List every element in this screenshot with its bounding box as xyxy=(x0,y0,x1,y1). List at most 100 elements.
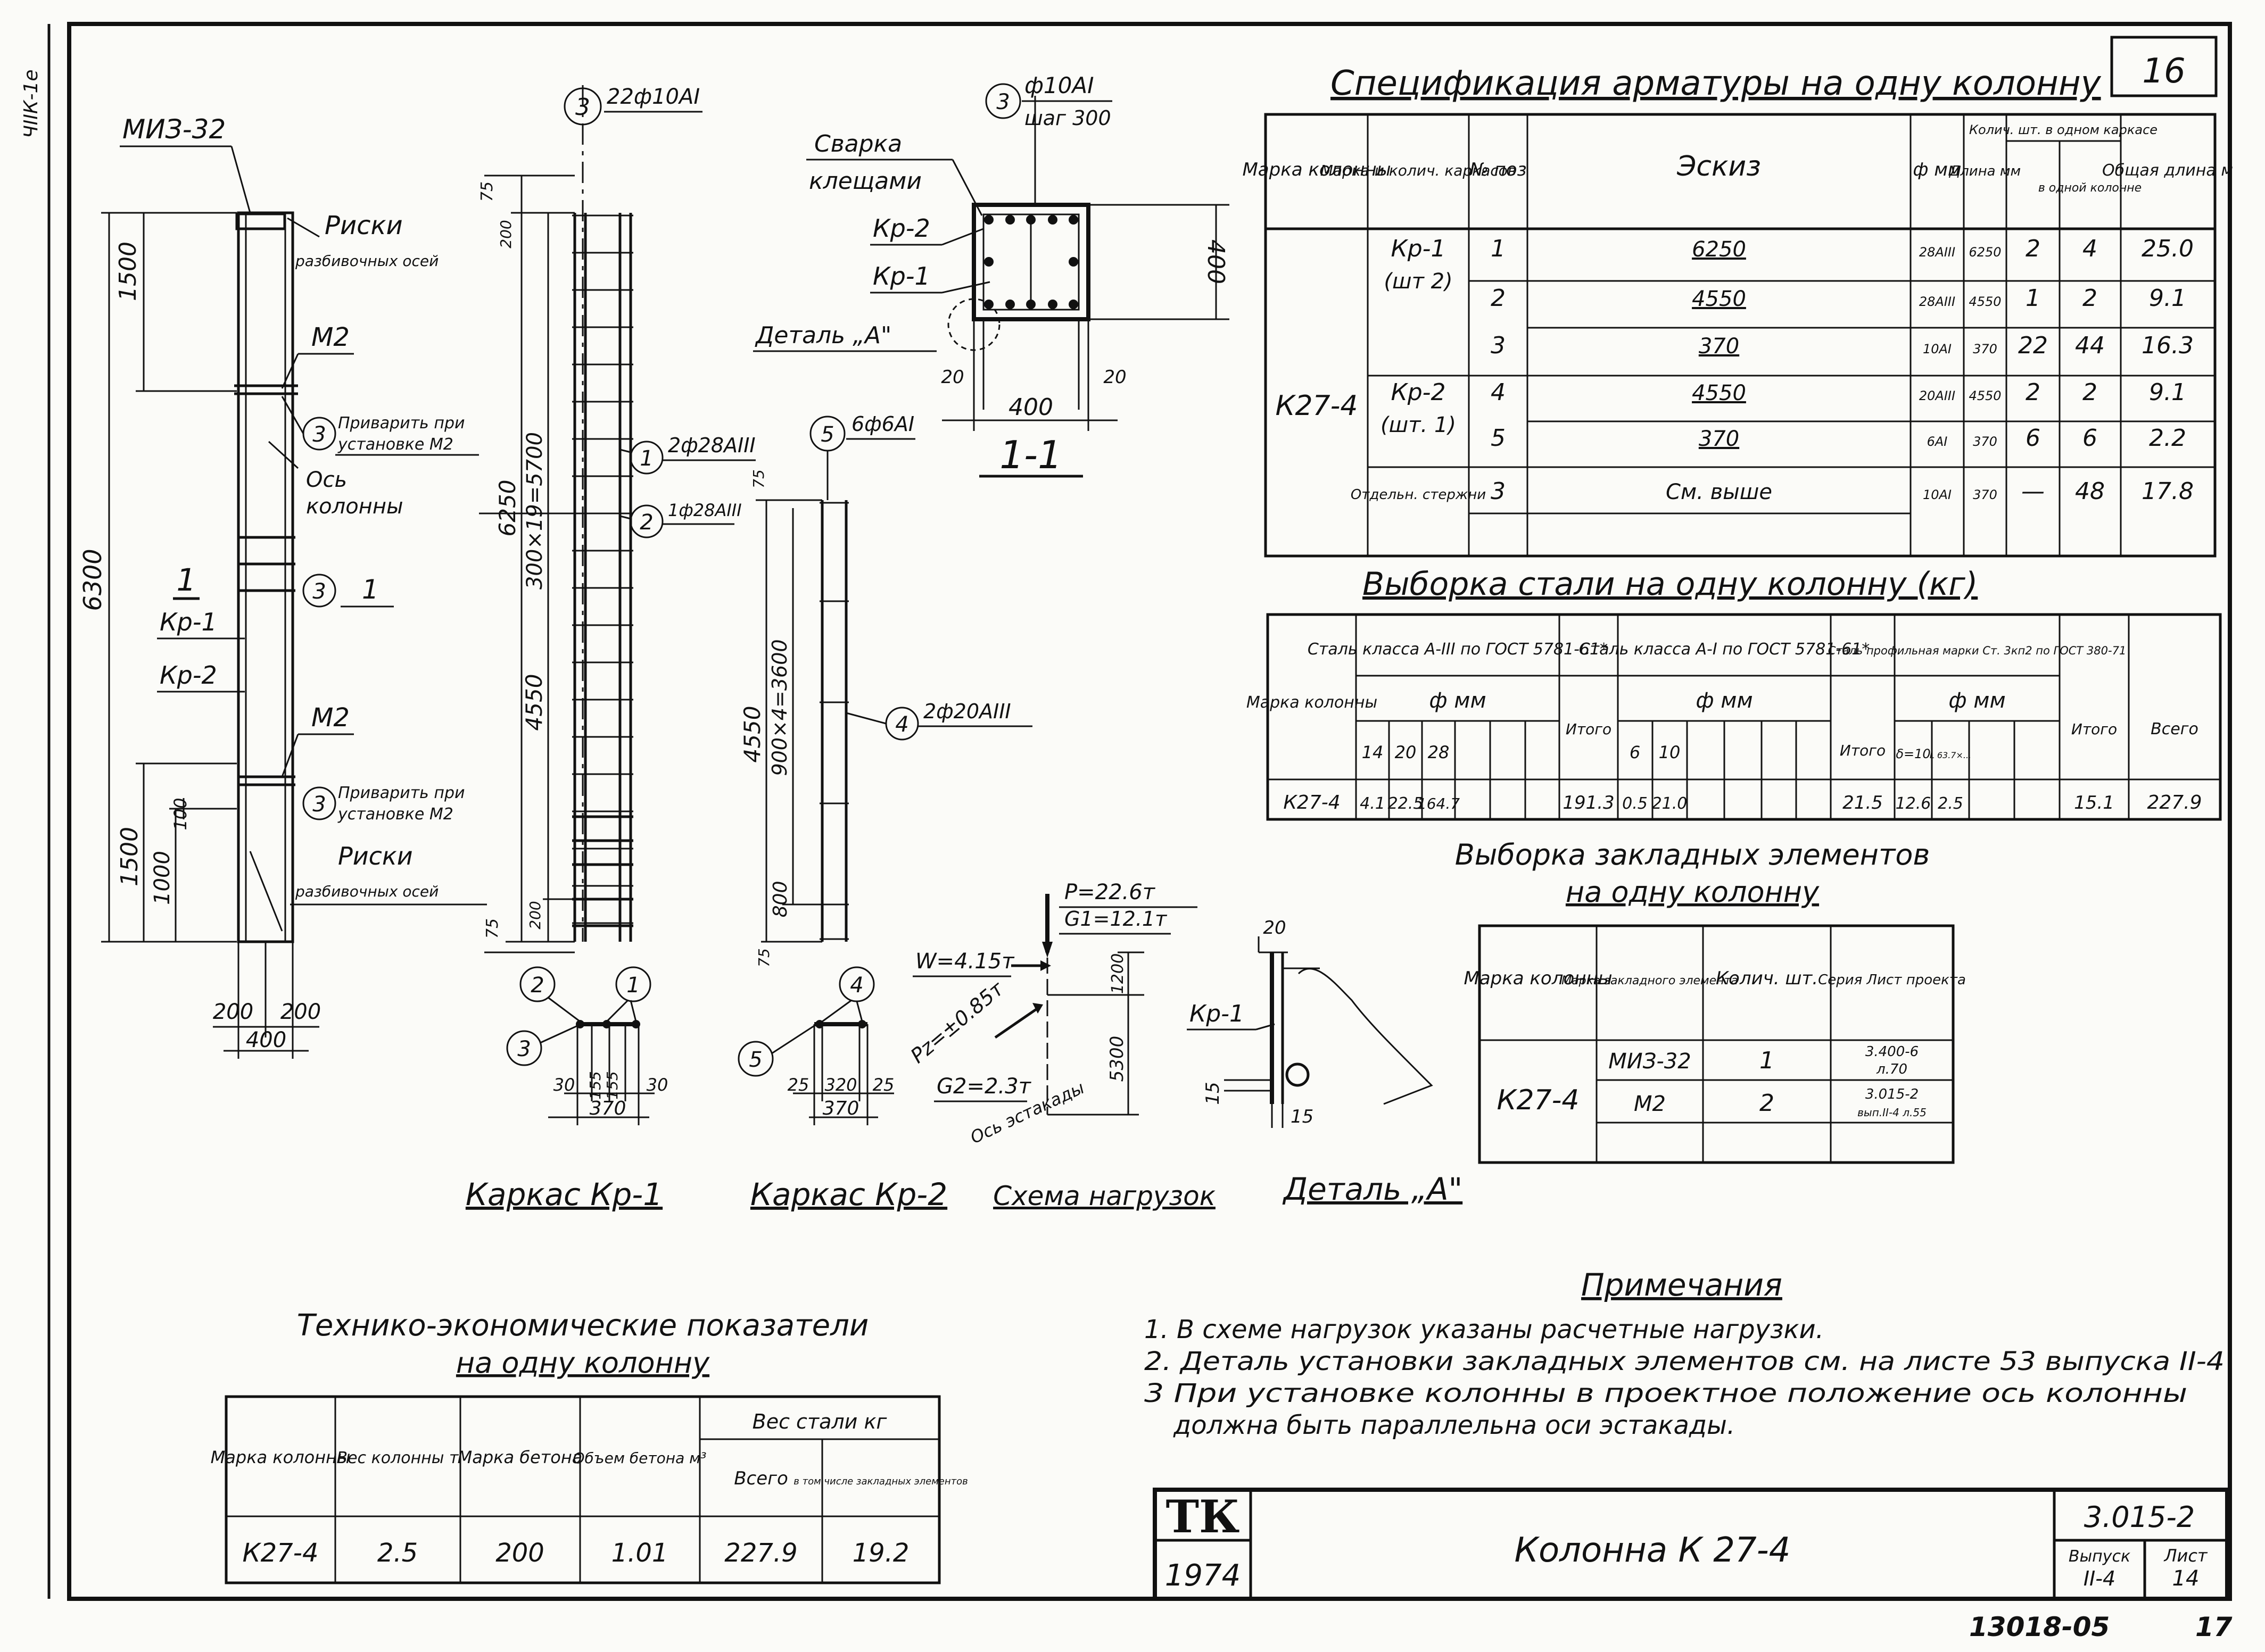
spec-h-sketch: Эскиз xyxy=(1676,151,1761,182)
tep-row-weight: 2.5 xyxy=(377,1538,418,1568)
detail-15-left: 15 xyxy=(1202,1082,1224,1105)
embed-row2-ref1: 3.015-2 xyxy=(1865,1086,1919,1102)
dim-6300: 6300 xyxy=(78,549,107,611)
notes-title: Примечания xyxy=(1581,1267,1782,1303)
detail-cover-top: 20 xyxy=(1263,917,1286,939)
label-m2-bottom: М2 xyxy=(311,703,350,733)
notes: Примечания 1. В схеме нагрузок указаны р… xyxy=(1144,1267,2225,1440)
spec-row-5-dia: 6АI xyxy=(1927,434,1948,449)
steel-sub-angle: L 63.7×... xyxy=(1930,750,1971,760)
embed-row1-qty: 1 xyxy=(1759,1047,1774,1074)
pos3-callout-b xyxy=(302,574,336,608)
embed-row2-element: М2 xyxy=(1634,1092,1666,1116)
spec-row-2-dia: 28АIII xyxy=(1919,294,1955,309)
embed-row2-ref2: вып.II-4 л.55 xyxy=(1857,1106,1927,1119)
steel-h-phi2: ф мм xyxy=(1696,688,1753,713)
kp1-sec-pos1-num: 1 xyxy=(626,973,640,998)
steel-row-10: 21.0 xyxy=(1652,794,1688,813)
frame-kp1: 75 200 6250 300×19=5700 4550 75 200 3 22… xyxy=(478,85,756,1125)
label-riski-bottom-b: разбивочных осей xyxy=(295,883,439,900)
spec-row-6-dia: 10АI xyxy=(1923,487,1952,502)
kp2-w-370: 370 xyxy=(823,1098,859,1119)
kp1-dim-300x19: 300×19=5700 xyxy=(523,432,547,590)
steel-h-phi1: ф мм xyxy=(1429,688,1486,713)
label-weld-bottom-b: установке М2 xyxy=(337,805,453,824)
section-height: 400 xyxy=(1202,239,1229,284)
spec-row-6-sketch: См. выше xyxy=(1666,480,1772,504)
spec-column-mark: К27-4 xyxy=(1276,390,1358,422)
caption-kp1: Каркас Кр-1 xyxy=(466,1176,663,1213)
section-1-1: 3 ф10АI шаг 300 Сварка клещами Кр-2 Кр-1… xyxy=(753,72,1229,478)
steel-h-group1: Сталь класса А-III по ГОСТ 5781-61* xyxy=(1308,640,1608,659)
load-dim-1200: 1200 xyxy=(1109,953,1127,994)
corner-number-box xyxy=(2110,36,2218,97)
embed-h-element: Марка закладного элемента xyxy=(1561,974,1738,987)
sheet-frame xyxy=(67,22,2232,1601)
tb-sheet-label: Лист xyxy=(2163,1546,2208,1566)
caption-kp2: Каркас Кр-2 xyxy=(750,1176,947,1213)
kp2-pos5-num: 5 xyxy=(821,422,834,447)
load-w: W=4.15т xyxy=(915,949,1015,974)
spec-row-5-total: 2.2 xyxy=(2149,425,2186,452)
section-1-mark: 1 xyxy=(177,562,196,598)
steel-row-plate: 12.6 xyxy=(1896,794,1931,813)
spec-row-3-pos: 3 xyxy=(1491,332,1506,359)
spec-row-4-sketch: 4550 xyxy=(1692,381,1746,405)
kp1-bar1: 2ф28АIII xyxy=(668,434,756,457)
kp1-sec-pos1 xyxy=(615,966,651,1002)
embed-mark: К27-4 xyxy=(1497,1084,1580,1116)
section-kp2: Кр-2 xyxy=(873,214,930,243)
kp2-sec-pos4-num: 4 xyxy=(850,973,863,998)
dim-200-left: 200 xyxy=(213,1000,253,1024)
kp2-dim-75-bottom: 75 xyxy=(755,948,773,967)
spec-h-mark: Марка колонны xyxy=(1242,159,1391,180)
label-miz32: МИЗ-32 xyxy=(122,114,226,145)
spec-row-3-per-frame: 22 xyxy=(2018,332,2048,359)
spec-row-2-sketch: 4550 xyxy=(1692,287,1746,311)
pos3-callout-b-num: 3 xyxy=(312,579,326,604)
kp2-dim-75-top: 75 xyxy=(750,469,767,488)
label-axis: Ось xyxy=(306,468,347,492)
margin-text: ЧIIК-1е xyxy=(20,69,42,138)
spec-row-1-pos: 1 xyxy=(1491,235,1506,262)
tep-row-mark: К27-4 xyxy=(242,1538,318,1568)
spec-row-4-length: 4550 xyxy=(1969,388,2001,403)
spec-h-qty-col: в одной колонне xyxy=(2038,181,2142,195)
tep-title-1: Технико-экономические показатели xyxy=(297,1308,869,1343)
steel-h-mark: Марка колонны xyxy=(1246,693,1377,712)
caption-detail-a: Деталь „А" xyxy=(1282,1171,1462,1207)
kp2-pos4-num: 4 xyxy=(895,712,908,737)
steel-h-itogo1: Итого xyxy=(1566,720,1611,738)
steel-h-itogo3: Итого xyxy=(2071,720,2117,738)
section-cover-left: 20 xyxy=(941,367,964,388)
embed-title-1: Выборка закладных элементов xyxy=(1455,838,1930,871)
kp1-sec-pos2-num: 2 xyxy=(531,973,544,998)
spec-row-1-per-frame: 2 xyxy=(2026,235,2040,262)
section-kp1: Кр-1 xyxy=(873,262,930,290)
label-svarka: Сварка xyxy=(814,130,902,157)
spec-row-3-total: 16.3 xyxy=(2142,332,2194,359)
label-kp2-elev: Кр-2 xyxy=(160,661,217,690)
spec-row-5-length: 370 xyxy=(1973,434,1997,449)
dim-1000: 1000 xyxy=(150,851,175,905)
kp1-w-30a: 30 xyxy=(553,1075,575,1095)
spec-row-5-per-column: 6 xyxy=(2082,425,2097,452)
spec-row-2-pos: 2 xyxy=(1491,285,1506,312)
section-1-mark-right: 1 xyxy=(362,574,379,605)
kp2-top-bar: 6ф6АI xyxy=(852,412,914,436)
spec-row-1-length: 6250 xyxy=(1969,245,2001,260)
label-weld-top: Приварить при xyxy=(338,414,465,433)
spec-title: Спецификация арматуры на одну колонну xyxy=(1330,64,2102,103)
tep-h-concrete: Марка бетона xyxy=(458,1447,583,1467)
tep-h-total: Всего xyxy=(734,1468,788,1489)
dim-100: 100 xyxy=(170,798,191,830)
dim-1500-top: 1500 xyxy=(114,242,142,301)
tep-title-2: на одну колонну xyxy=(456,1346,710,1380)
tb-title: Колонна К 27-4 xyxy=(1515,1531,1791,1570)
spec-table: Спецификация арматуры на одну колонну Ма… xyxy=(1242,64,2233,558)
kp1-sec-pos2 xyxy=(519,966,556,1002)
steel-sub-28: 28 xyxy=(1428,742,1450,762)
steel-sub-10: 10 xyxy=(1659,742,1681,762)
note-3b: должна быть параллельна оси эстакады. xyxy=(1173,1410,1735,1440)
kp2-sec-pos5 xyxy=(738,1041,774,1077)
